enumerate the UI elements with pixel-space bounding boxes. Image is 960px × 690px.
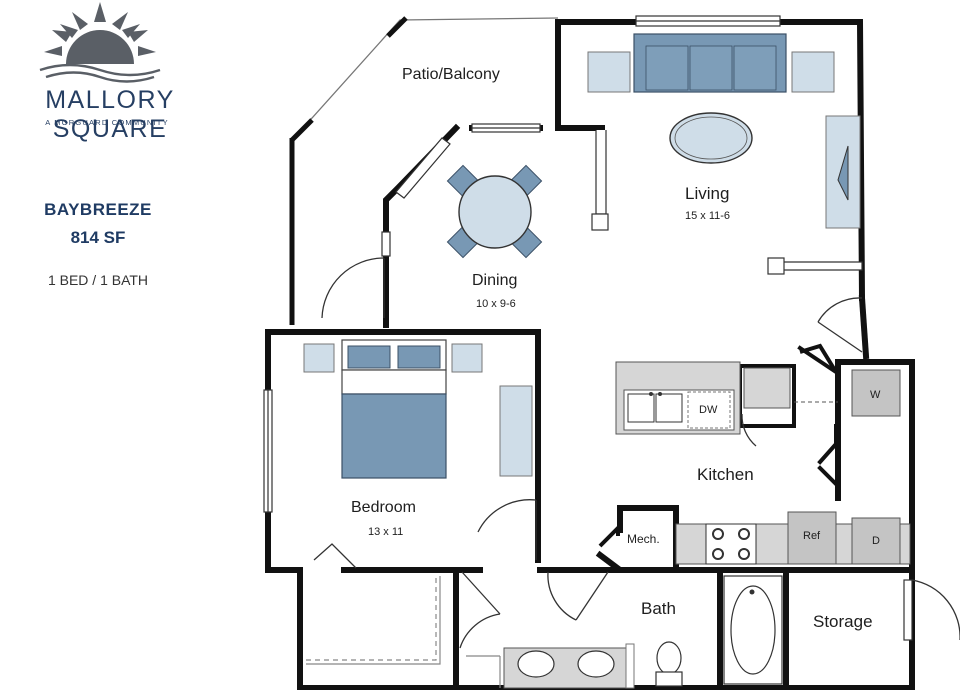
dryer-label: D bbox=[872, 535, 880, 547]
brand-name: MALLORY SQUARE bbox=[45, 86, 175, 143]
bed bbox=[303, 339, 533, 479]
room-label-bath: Bath bbox=[641, 599, 676, 618]
refrigerator-label: Ref bbox=[803, 530, 821, 542]
room-label-storage: Storage bbox=[813, 612, 873, 631]
room-dimension-bedroom: 13 x 11 bbox=[368, 526, 404, 538]
washer-label: W bbox=[870, 389, 881, 401]
living-furniture bbox=[587, 33, 863, 275]
windows bbox=[263, 15, 913, 641]
patio-area bbox=[289, 16, 559, 325]
room-label-dining: Dining bbox=[472, 272, 518, 289]
plan-beds-baths: 1 BED / 1 BATH bbox=[47, 272, 149, 288]
room-label-patio: Patio/Balcony bbox=[402, 66, 500, 83]
kitchen-fixtures bbox=[615, 361, 911, 565]
dishwasher-label: DW bbox=[699, 404, 718, 416]
closet bbox=[306, 576, 441, 665]
walls bbox=[265, 19, 915, 690]
room-label-living: Living bbox=[685, 184, 730, 203]
bath-fixtures bbox=[466, 575, 783, 689]
plan-size: 814 SF bbox=[70, 228, 126, 247]
brand-tagline: A MORGUARD COMMUNITY bbox=[45, 118, 169, 127]
room-dimension-living: 15 x 11-6 bbox=[685, 210, 731, 222]
plan-name: BAYBREEZE bbox=[44, 200, 152, 219]
room-label-kitchen: Kitchen bbox=[697, 465, 754, 484]
room-dimension-dining: 10 x 9-6 bbox=[476, 298, 516, 310]
dining-table bbox=[446, 164, 543, 259]
room-label-bedroom: Bedroom bbox=[351, 499, 416, 516]
room-label-mech: Mech. bbox=[627, 532, 660, 546]
